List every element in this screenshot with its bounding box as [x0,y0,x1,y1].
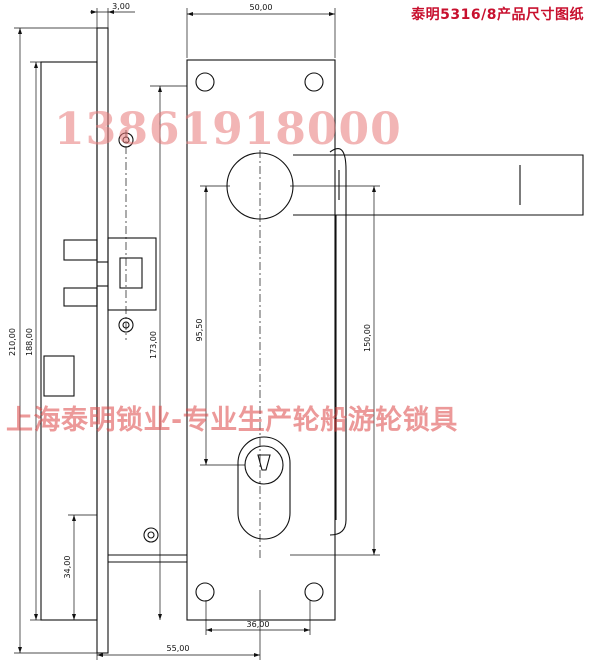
dim-plate-inner: 188,00 [25,328,34,356]
latch-upper [63,239,98,261]
latch-housing [107,237,157,311]
dim-hub-to-bottom: 173,00 [149,331,158,359]
dim-escutcheon-height: 150,00 [363,324,372,352]
keyhole-icon [257,454,271,471]
dim-plate-thickness: 3,00 [112,2,130,11]
dim-lower-hole: 34,00 [63,556,72,579]
cylinder-housing [237,436,291,540]
escutcheon-hole-icon [304,72,324,92]
escutcheon-hole-icon [195,582,215,602]
dim-escutcheon-width: 50,00 [250,3,273,12]
lock-body [40,61,98,621]
latch-lower [63,287,98,307]
escutcheon-hole-icon [304,582,324,602]
watermark-company: 上海泰明锁业-专业生产轮船游轮锁具 [6,405,458,436]
escutcheon-hole-icon [195,72,215,92]
lever-handle [293,154,584,216]
deadbolt [43,355,75,397]
dim-plate-height: 210,00 [8,328,17,356]
dim-cylinder-width: 36,00 [247,620,270,629]
drawing-title: 泰明5316/8产品尺寸图纸 [411,7,584,23]
watermark-phone: 13861918000 [54,104,402,155]
dim-backset: 55,00 [167,644,190,653]
dim-hub-to-cylinder: 95,50 [195,319,204,342]
handle-shaft [329,148,347,536]
latch-follower [119,257,143,289]
escutcheon-plate [186,59,336,621]
cylinder-core [244,445,284,485]
screw-lower-icon [143,527,159,543]
